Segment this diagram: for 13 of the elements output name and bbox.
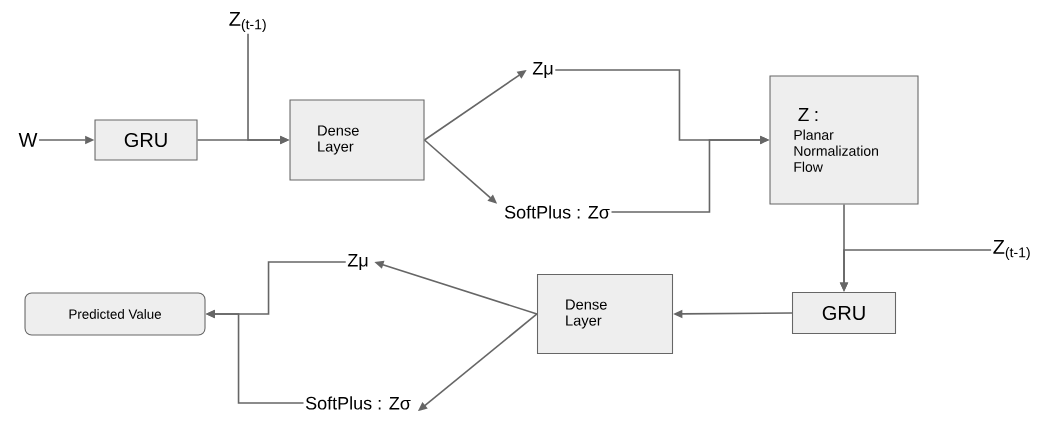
text-label: Zμ: [347, 254, 368, 270]
process-box: Z : Planar Normalization Flow: [769, 75, 919, 205]
text-label: Z$_{(t-1)}$: [229, 11, 266, 33]
text-label: SoftPlus : Zσ: [504, 205, 610, 219]
text-label: W: [18, 133, 38, 147]
text-label: Z$_{(t-1)}$: [993, 239, 1030, 261]
rounded-box: Predicted Value: [24, 292, 206, 336]
text-label: Zμ: [532, 62, 553, 78]
process-box: GRU: [791, 291, 897, 335]
process-box: Dense Layer: [536, 273, 674, 355]
text-label: SoftPlus : Zσ: [305, 396, 411, 410]
process-box: Dense Layer: [289, 99, 425, 181]
process-box: GRU: [94, 119, 198, 161]
